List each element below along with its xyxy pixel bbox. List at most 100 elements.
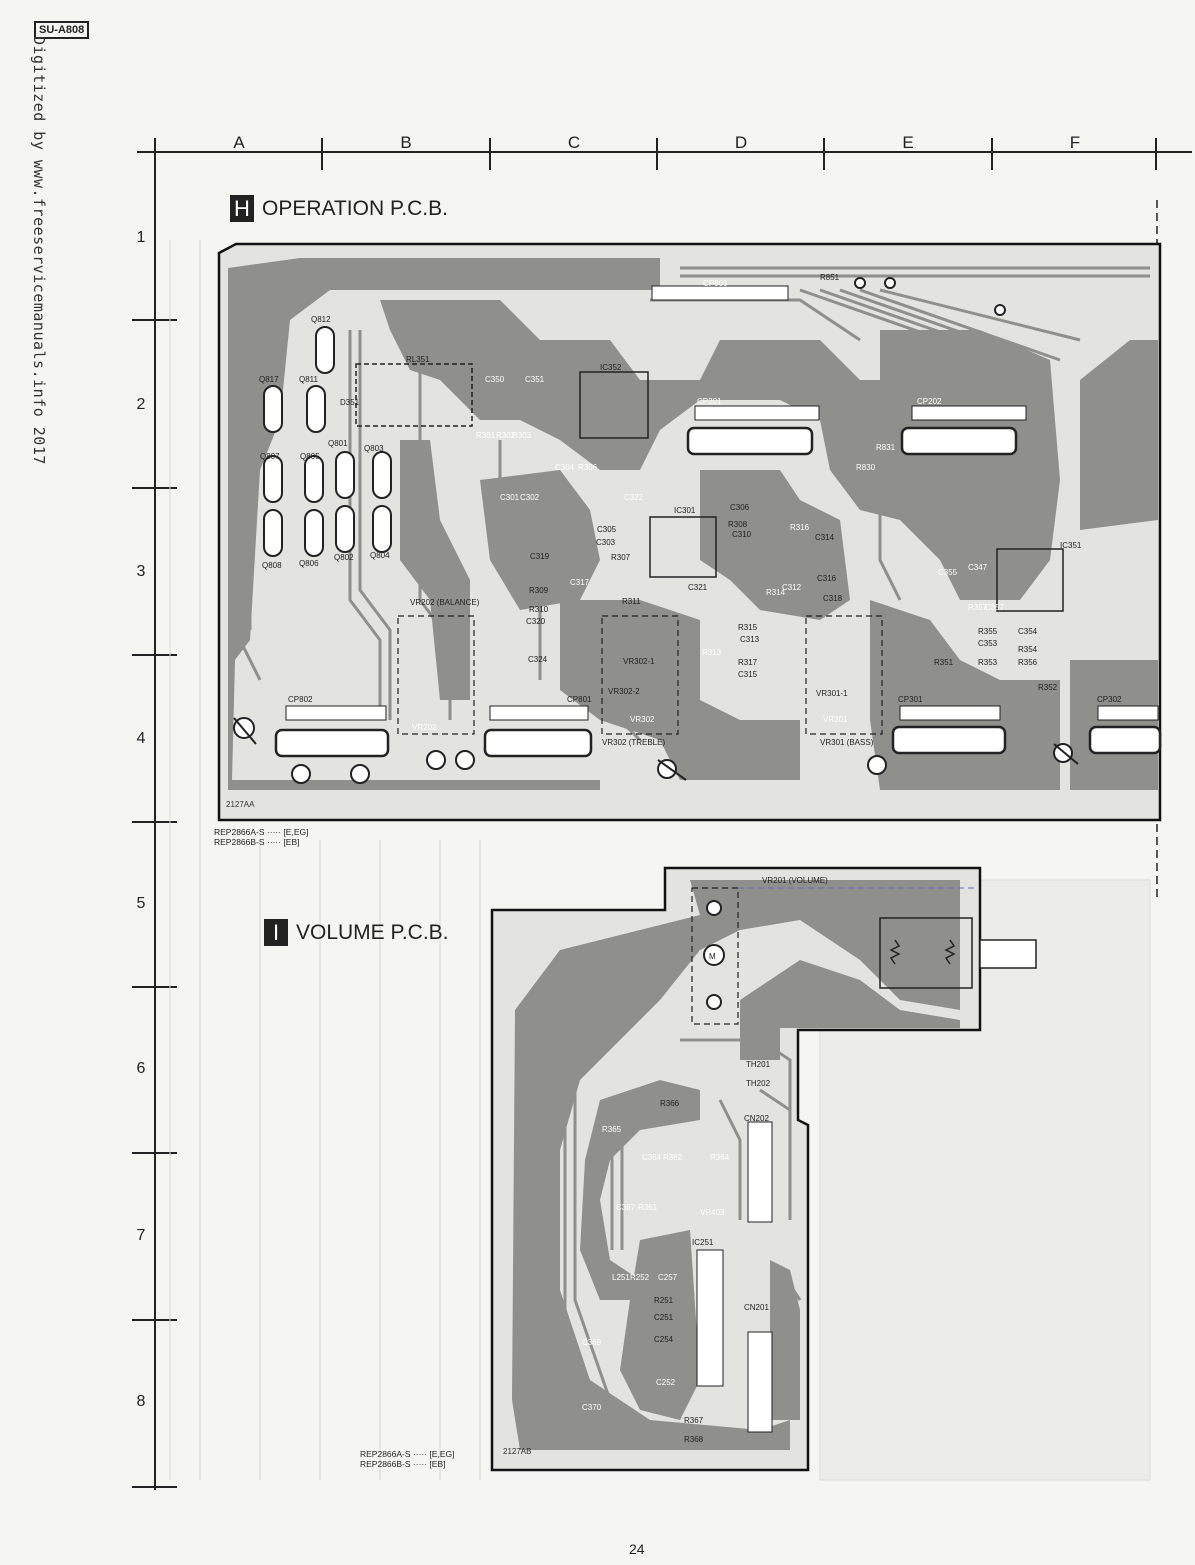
ref-label: CP302 bbox=[1097, 695, 1122, 704]
grid-row-8: 8 bbox=[136, 1393, 146, 1410]
operation-pcb-code: 2127AA bbox=[226, 800, 255, 809]
ref-label: D351 bbox=[340, 398, 360, 407]
grid-row-7: 7 bbox=[136, 1227, 146, 1244]
operation-pcb-badge: H bbox=[230, 195, 254, 222]
ref-label: VR301 bbox=[823, 715, 848, 724]
part-note: REP2866B-S ····· [EB] bbox=[360, 1459, 446, 1469]
ref-label: R357 bbox=[968, 603, 988, 612]
volume-pcb-title: I VOLUME P.C.B. bbox=[264, 919, 449, 946]
ref-label: VR202 (BALANCE) bbox=[410, 598, 480, 607]
volume-pcb-code: 2127AB bbox=[503, 1447, 532, 1456]
ref-label: C252 bbox=[656, 1378, 676, 1387]
part-note: REP2866B-S ····· [EB] bbox=[214, 837, 300, 847]
ref-label: CP801 bbox=[567, 695, 592, 704]
ref-label: C257 bbox=[658, 1273, 678, 1282]
grid-row-1: 1 bbox=[136, 229, 146, 246]
operation-component-labels: CP803 R851 Q812 RL351 C350 C351 IC352 CP… bbox=[259, 273, 1122, 747]
ref-label: C324 bbox=[528, 655, 548, 664]
ref-label: C354 bbox=[1018, 627, 1038, 636]
operation-pcb-title-text: OPERATION P.C.B. bbox=[262, 196, 448, 220]
ref-label: C367 bbox=[616, 1203, 636, 1212]
ref-label: CP202 bbox=[917, 397, 942, 406]
ref-label: VR201 (VOLUME) bbox=[762, 876, 828, 885]
ref-label: VR301 (BASS) bbox=[820, 738, 874, 747]
ref-label: Q803 bbox=[364, 444, 384, 453]
ref-label: Q808 bbox=[262, 561, 282, 570]
ref-label: C254 bbox=[654, 1335, 674, 1344]
ref-label: VR301-1 bbox=[816, 689, 848, 698]
ref-label: C351 bbox=[525, 375, 545, 384]
ref-label: IC351 bbox=[1060, 541, 1082, 550]
ref-label: R355 bbox=[978, 627, 998, 636]
ref-label: VR302-2 bbox=[608, 687, 640, 696]
ref-label: L251 bbox=[612, 1273, 630, 1282]
grid-column-a: A bbox=[233, 133, 245, 152]
ref-label: C317 bbox=[570, 578, 590, 587]
ref-label: R309 bbox=[529, 586, 549, 595]
part-note: REP2866A-S ····· [E,EG] bbox=[360, 1449, 455, 1459]
ref-label: CP201 bbox=[697, 397, 722, 406]
ref-label: Q801 bbox=[328, 439, 348, 448]
operation-part-notes: REP2866A-S ····· [E,EG] REP2866B-S ·····… bbox=[214, 827, 308, 847]
ref-label: C303 bbox=[596, 538, 616, 547]
ref-label: R353 bbox=[978, 658, 998, 667]
ref-label: C316 bbox=[817, 574, 837, 583]
ref-label: VR202 bbox=[412, 723, 437, 732]
part-note: REP2866A-S ····· [E,EG] bbox=[214, 827, 309, 837]
ref-label: C314 bbox=[815, 533, 835, 542]
ref-label: C319 bbox=[530, 552, 550, 561]
ref-label: C357 bbox=[985, 603, 1005, 612]
ref-label: R301 bbox=[476, 431, 496, 440]
ref-label: R361 bbox=[638, 1203, 658, 1212]
ref-label: R251 bbox=[654, 1296, 674, 1305]
ref-label: R368 bbox=[684, 1435, 704, 1444]
ref-label: C304 bbox=[555, 463, 575, 472]
ref-label: CN201 bbox=[744, 1303, 769, 1312]
ref-label: R830 bbox=[856, 463, 876, 472]
ref-label: C312 bbox=[782, 583, 802, 592]
ref-label: C320 bbox=[526, 617, 546, 626]
volume-pcb-title-text: VOLUME P.C.B. bbox=[296, 920, 449, 944]
ref-label: IC301 bbox=[674, 506, 696, 515]
ref-label: R306 bbox=[578, 463, 598, 472]
grid-row-2: 2 bbox=[136, 396, 146, 413]
ref-label: Q811 bbox=[299, 375, 319, 384]
ref-label: CP802 bbox=[288, 695, 313, 704]
ref-label: R303 bbox=[512, 431, 532, 440]
ref-label: CP803 bbox=[703, 279, 728, 288]
page-number: 24 bbox=[629, 1541, 645, 1557]
ref-label: R313 bbox=[702, 648, 722, 657]
ref-label: R317 bbox=[738, 658, 758, 667]
ref-label: C305 bbox=[597, 525, 617, 534]
volume-pcb-badge: I bbox=[264, 919, 288, 946]
ref-label: C369 bbox=[582, 1338, 602, 1347]
motor-label: M bbox=[709, 952, 716, 961]
ref-label: C310 bbox=[732, 530, 752, 539]
grid-row-5: 5 bbox=[136, 895, 146, 912]
ref-label: Q812 bbox=[311, 315, 331, 324]
ref-label: IC352 bbox=[600, 363, 622, 372]
ref-label: Q807 bbox=[260, 452, 280, 461]
ref-label: Q804 bbox=[370, 551, 390, 560]
ref-label: C251 bbox=[654, 1313, 674, 1322]
grid-column-d: D bbox=[734, 133, 748, 152]
ref-label: C302 bbox=[520, 493, 540, 502]
ref-label: C306 bbox=[730, 503, 750, 512]
ref-label: C364 bbox=[642, 1153, 662, 1162]
ref-label: VR403 bbox=[700, 1208, 725, 1217]
grid-row-6: 6 bbox=[136, 1060, 146, 1077]
ref-label: Q802 bbox=[334, 553, 354, 562]
operation-pcb-title: H OPERATION P.C.B. bbox=[230, 195, 448, 222]
ref-label: VR302 (TREBLE) bbox=[602, 738, 665, 747]
ref-label: R314 bbox=[766, 588, 786, 597]
grid-column-b: B bbox=[400, 133, 412, 152]
ref-label: C301 bbox=[500, 493, 520, 502]
grid-column-f: F bbox=[1069, 133, 1081, 152]
grid-row-3: 3 bbox=[136, 563, 146, 580]
ref-label: R351 bbox=[934, 658, 954, 667]
volume-pcb-board: M bbox=[490, 866, 1037, 1472]
ref-label: RL351 bbox=[406, 355, 430, 364]
ref-label: VR302-1 bbox=[623, 657, 655, 666]
ref-label: R364 bbox=[710, 1153, 730, 1162]
